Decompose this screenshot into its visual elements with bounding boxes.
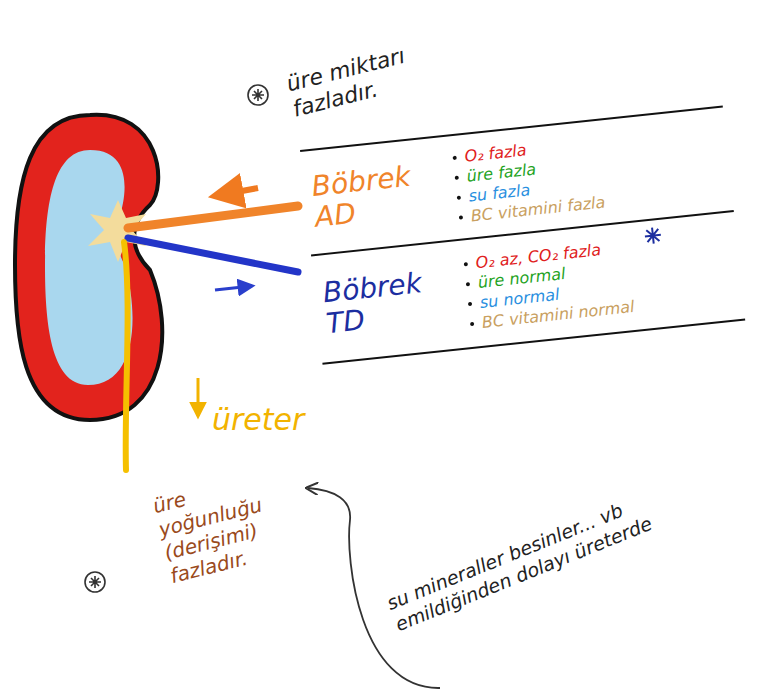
bullet-list: O₂ az, CO₂ fazlaüre normalsu normalBC vi…	[463, 237, 636, 334]
bullet-dot	[452, 155, 456, 159]
vessel-band: Böbrek ADO₂ fazlaüre fazlasu fazlaBC vit…	[300, 106, 734, 257]
vein-arrow	[215, 286, 252, 290]
star-mark	[643, 226, 663, 246]
note-text: üre miktarı fazladır.	[284, 33, 452, 123]
bullet-dot	[457, 195, 461, 199]
bullet-dot	[455, 175, 459, 179]
renal-artery	[128, 206, 298, 228]
bullet-dot	[464, 262, 468, 266]
bullet-dot	[459, 215, 463, 219]
renal-vein	[128, 238, 298, 272]
star-symbol	[85, 572, 105, 592]
vessel-band: Böbrek TDO₂ az, CO₂ fazlaüre normalsu no…	[311, 212, 745, 365]
bullet-dot	[468, 301, 472, 305]
star-symbol	[248, 85, 268, 105]
band-group: Böbrek ADO₂ fazlaüre fazlasu fazlaBC vit…	[300, 106, 745, 365]
band-heading: Böbrek AD	[310, 159, 441, 233]
bullet-list: O₂ fazlaüre fazlasu fazlaBC vitamini faz…	[452, 132, 607, 227]
bullet-dot	[470, 321, 474, 325]
part-label: üreter	[212, 402, 352, 438]
bullet-dot	[466, 281, 470, 285]
artery-arrow	[215, 188, 258, 196]
ureter-tube	[124, 242, 128, 470]
note-text: üre yoğunluğu (derişimi) fazladır.	[150, 464, 297, 588]
kidney-medulla	[45, 150, 133, 385]
note-text: su mineraller besinler... vb emildiğinde…	[383, 470, 706, 636]
ureter-arrow	[197, 378, 200, 416]
kidney-cortex	[15, 115, 162, 420]
band-heading: Böbrek TD	[322, 265, 453, 339]
